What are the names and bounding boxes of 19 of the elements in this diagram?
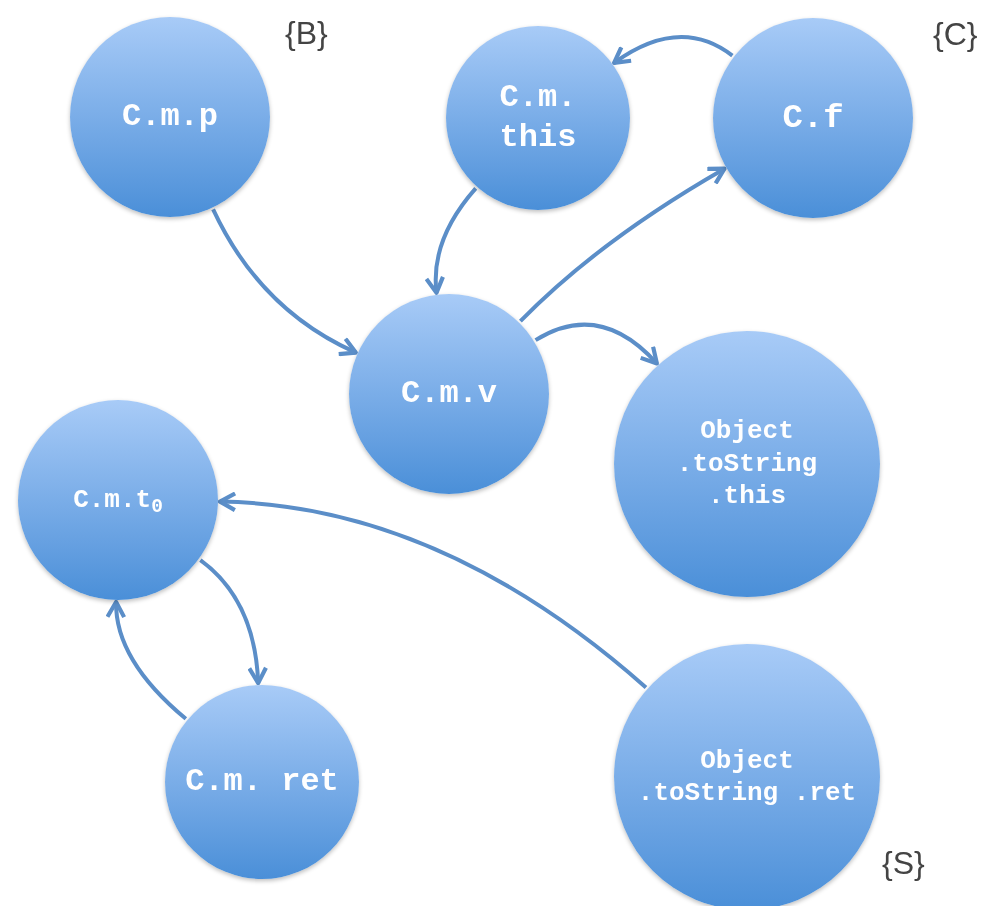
node-label: C.m.p — [122, 97, 218, 137]
arrow — [211, 208, 358, 356]
node-label: C.f — [782, 97, 844, 139]
set-label: {B} — [285, 17, 328, 49]
node-label: C.m.t$_{0}$ — [73, 483, 163, 517]
node-label: C.m. ret — [185, 762, 339, 802]
node-label: C.m. this — [498, 78, 578, 158]
arrow — [534, 322, 659, 366]
arrow — [199, 558, 268, 686]
node-label: Object .toString .this — [675, 415, 819, 513]
arrow — [424, 187, 478, 295]
set-label: {S} — [882, 847, 925, 879]
node-label: Object .toString .ret — [636, 744, 858, 810]
arrow — [217, 491, 648, 689]
arrow — [106, 599, 188, 721]
node-label: C.m.v — [401, 374, 497, 414]
arrow — [612, 35, 734, 65]
arrow — [519, 166, 727, 323]
set-label: {C} — [933, 18, 978, 50]
